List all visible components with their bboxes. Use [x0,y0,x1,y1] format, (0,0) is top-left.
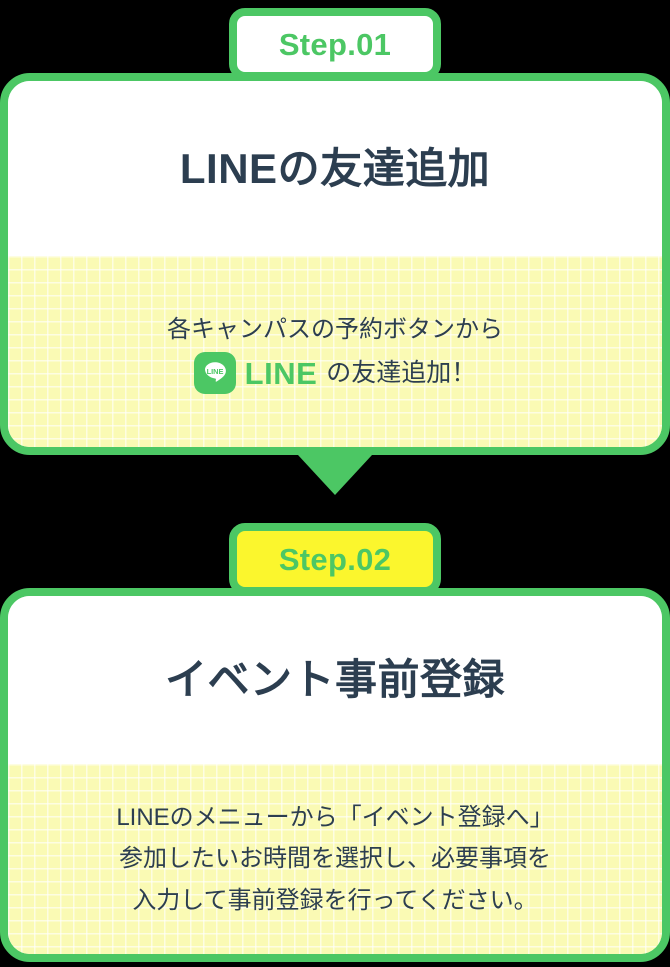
step-badge-01-label: Step.01 [278,26,392,62]
step-card-01-title: LINEの友達追加 [173,144,497,196]
step-card-02: イベント事前登録 LINEのメニューから「イベント登録へ」 参加したいお時間を選… [0,588,670,962]
step-card-02-title: イベント事前登録 [158,655,511,707]
line-friend-add-row: LINE LINE の友達追加！ [193,352,477,395]
step-badge-01: Step.01 [229,8,441,80]
step-card-01-body-line1: 各キャンパスの予約ボタンから [167,315,503,343]
step-card-01-body: 各キャンパスの予約ボタンから LINE LINE の友達追加！ [8,256,662,447]
step-card-01-header: LINEの友達追加 [8,81,662,256]
step-card-01-title-text: LINEの友達追加 [179,144,491,192]
line-app-icon: LINE [193,352,236,395]
step-card-02-body-line2: 参加したいお時間を選択し、必要事項を [119,845,551,873]
step-badge-02-label: Step.02 [278,541,392,577]
step-card-02-body-line1: LINEのメニューから「イベント登録へ」 [116,804,554,832]
down-arrow-icon [298,455,372,495]
step-card-02-title-text: イベント事前登録 [164,656,505,704]
step-card-01: LINEの友達追加 各キャンパスの予約ボタンから LINE LINE の友達追加… [0,73,670,455]
line-friend-add-text: の友達追加！ [326,358,477,387]
step-card-02-body-line3: 入力して事前登録を行ってください。 [132,886,538,914]
step-badge-02: Step.02 [229,523,441,595]
line-brand-word: LINE [244,355,318,391]
step-card-02-body: LINEのメニューから「イベント登録へ」 参加したいお時間を選択し、必要事項を … [8,764,662,954]
svg-text:LINE: LINE [206,367,223,376]
step-card-02-header: イベント事前登録 [8,596,662,764]
